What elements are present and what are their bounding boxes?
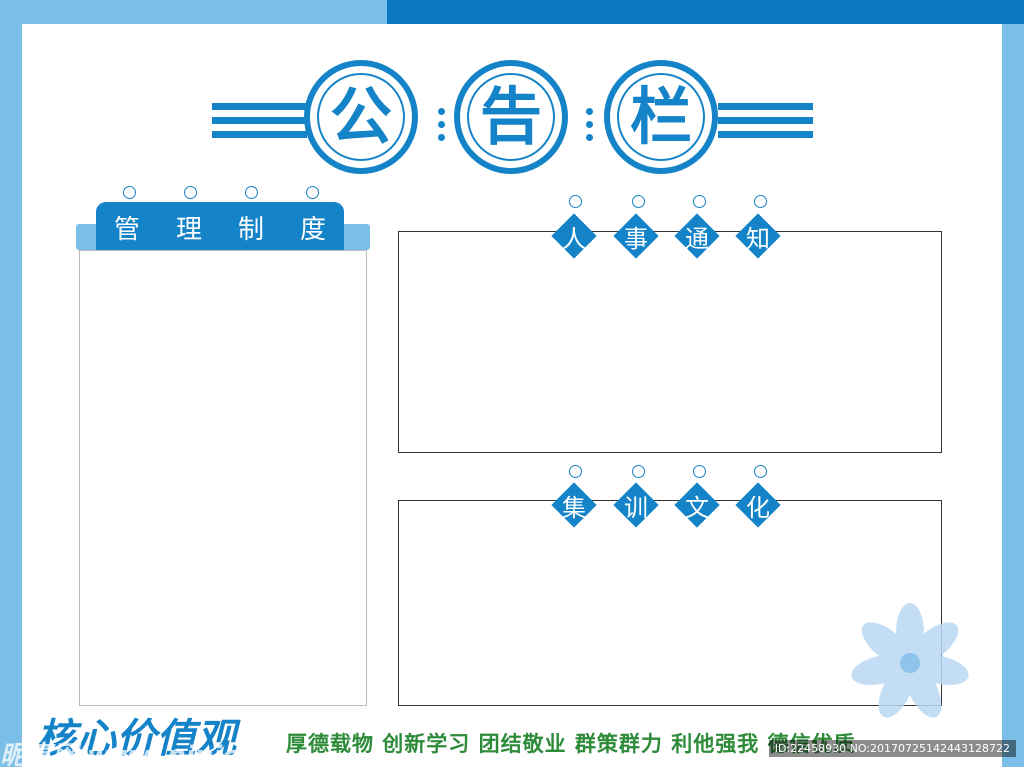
hanging-ring-icon	[569, 195, 582, 208]
title-right-stripes	[718, 103, 813, 139]
top-accent-bar	[387, 0, 1024, 24]
hanging-ring-icon	[632, 195, 645, 208]
title-char: 公	[329, 80, 392, 153]
management-char: 度	[299, 214, 326, 245]
flower-icon	[851, 603, 969, 718]
culture-char: 集	[562, 493, 586, 522]
culture-char: 化	[746, 493, 770, 522]
hanging-ring-icon	[693, 465, 706, 478]
hanging-ring-icon	[123, 186, 136, 199]
personnel-char: 知	[746, 224, 770, 253]
title-circle-2: 告	[454, 60, 568, 174]
title-circle-1: 公	[304, 60, 418, 174]
management-char: 理	[175, 214, 202, 245]
title-dots	[586, 108, 594, 147]
hanging-ring-icon	[754, 195, 767, 208]
watermark-id: ID:22458930 NO:20170725142443128722	[768, 740, 1016, 757]
personnel-char: 事	[624, 224, 648, 253]
title-dots	[438, 108, 446, 147]
hanging-ring-icon	[184, 186, 197, 199]
hanging-ring-icon	[754, 465, 767, 478]
hanging-ring-icon	[569, 465, 582, 478]
personnel-char: 人	[562, 224, 586, 253]
title-char: 告	[479, 80, 542, 153]
management-content-box	[79, 250, 367, 706]
culture-char: 训	[624, 493, 648, 522]
hanging-ring-icon	[245, 186, 258, 199]
hanging-ring-icon	[306, 186, 319, 199]
title-left-stripes	[212, 103, 307, 139]
management-header: 管 理 制 度	[96, 202, 344, 252]
title-char: 栏	[629, 80, 692, 153]
personnel-content-box	[398, 231, 942, 453]
core-values-heading: 核心价值观	[36, 716, 236, 762]
hanging-ring-icon	[632, 465, 645, 478]
management-char: 制	[237, 214, 264, 245]
management-char: 管	[113, 214, 140, 245]
title-circle-3: 栏	[604, 60, 718, 174]
watermark-site: 昵享网 www.nipic.cn	[0, 741, 282, 771]
culture-char: 文	[685, 493, 709, 522]
culture-content-box	[398, 500, 942, 706]
personnel-char: 通	[685, 224, 709, 253]
hanging-ring-icon	[693, 195, 706, 208]
core-values-slogans: 厚德载物 创新学习 团结敬业 群策群力 利他强我 德信优质	[286, 732, 856, 756]
